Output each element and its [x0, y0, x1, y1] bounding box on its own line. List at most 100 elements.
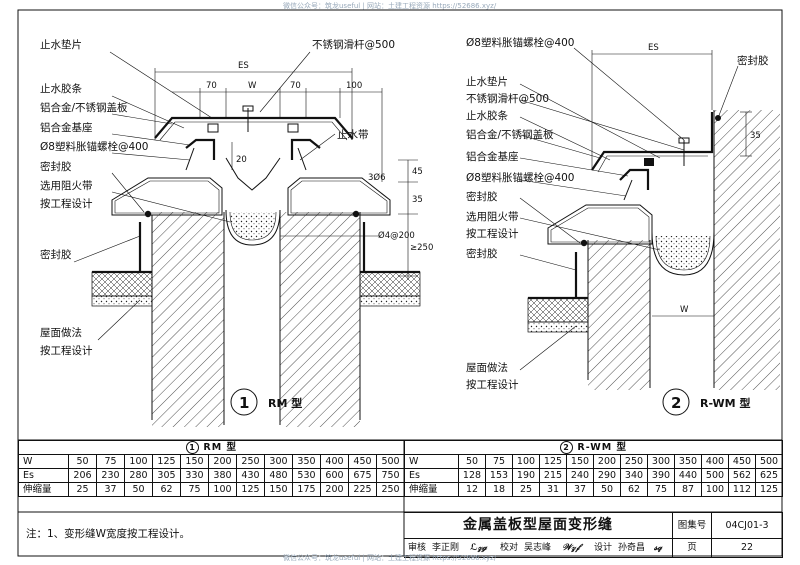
rm-label-roof: 屋面做法 — [40, 326, 82, 339]
rwm-table-cell: 75 — [485, 454, 513, 469]
rm-table-cell: 50 — [68, 454, 97, 469]
note-text: 注：1、变形缝W宽度按工程设计。 — [26, 528, 191, 540]
rm-table-cell: 300 — [264, 454, 293, 469]
rm-label-waterstop: 止水带 — [337, 129, 369, 141]
rwm-label-stop-strip: 止水胶条 — [466, 109, 508, 122]
rm-label-cover-plate: 铝合金/不锈钢盖板 — [40, 101, 128, 114]
rm-label-sealant: 密封胶 — [40, 160, 72, 173]
rwm-table-cell: 190 — [512, 468, 540, 483]
rwm-table-cell: 300 — [647, 454, 675, 469]
rwm-dim-w: W — [680, 305, 689, 315]
designer-name: 孙奇昌 — [618, 543, 646, 553]
rm-table-cell: 50 — [124, 482, 153, 497]
rwm-label-cover-plate: 铝合金/不锈钢盖板 — [466, 128, 554, 141]
page-label: 页 — [673, 539, 712, 557]
rwm-label-sealant-top: 密封胶 — [737, 54, 769, 67]
rm-dim-20: 20 — [236, 155, 247, 165]
checker-name: 吴志峰 — [524, 543, 552, 553]
rwm-table-cell: 125 — [539, 454, 567, 469]
rwm-table-cell: 12 — [458, 482, 486, 497]
rwm-label-roof-design: 按工程设计 — [466, 378, 519, 391]
rm-table-cell: 530 — [292, 468, 321, 483]
rwm-circle-num: 2 — [671, 394, 681, 412]
rm-dim-3: 3Ø6 — [368, 172, 386, 183]
rwm-table-cell: 440 — [674, 468, 702, 483]
rwm-table-cell: 125 — [754, 482, 784, 497]
checker-signature: 𝒲𝓏𝒻 — [562, 543, 580, 553]
rm-table-cell: 350 — [292, 454, 321, 469]
rwm-table-cell: 250 — [620, 454, 648, 469]
rwm-table-cell: 75 — [647, 482, 675, 497]
rwm-dim-es: ES — [648, 43, 659, 53]
rm-table-cell: 450 — [348, 454, 377, 469]
rm-table-cell: 100 — [208, 482, 237, 497]
rm-table-cell: 400 — [320, 454, 349, 469]
rwm-table-cell: 87 — [674, 482, 702, 497]
designer-signature: 𝓈𝓆 — [654, 543, 662, 553]
rwm-table-circle: 2 — [560, 441, 574, 454]
rm-table-cell: 125 — [152, 454, 181, 469]
rwm-table-row-head: W — [404, 454, 459, 469]
reviewer-name: 李正刚 — [432, 543, 460, 553]
rm-table-cell: 200 — [320, 482, 349, 497]
rwm-table-cell: 100 — [512, 454, 540, 469]
detail-rm: 止水垫片 不锈钢滑杆@500 止水胶条 铝合金/不锈钢盖板 铝合金基座 Ø8塑料… — [40, 38, 433, 427]
rm-table-cell: 200 — [208, 454, 237, 469]
rwm-label-anchor-top: Ø8塑料胀锚螺栓@400 — [466, 36, 575, 49]
rwm-table-cell: 340 — [620, 468, 648, 483]
rm-table-cell: 150 — [264, 482, 293, 497]
rwm-table-title-text: R-WM 型 — [577, 442, 627, 453]
rm-label-fire-belt: 选用阻火带 — [40, 179, 93, 192]
rwm-table-cell: 112 — [728, 482, 756, 497]
rm-table-cell: 600 — [320, 468, 349, 483]
rm-label-base: 铝合金基座 — [40, 121, 93, 134]
rwm-circle-badge — [662, 388, 690, 416]
rwm-table-cell: 500 — [701, 468, 729, 483]
rm-table-cell: 250 — [375, 482, 406, 497]
rwm-label-roof: 屋面做法 — [466, 361, 508, 374]
rm-label-sealant2: 密封胶 — [40, 248, 72, 261]
rm-table-cell: 125 — [236, 482, 265, 497]
page-number: 22 — [740, 542, 754, 553]
rwm-table-cell: 390 — [647, 468, 675, 483]
rwm-label-base: 铝合金基座 — [466, 150, 519, 163]
rwm-table-cell: 25 — [512, 482, 540, 497]
rm-label-anchor: Ø8塑料胀锚螺栓@400 — [40, 140, 149, 153]
rm-table-cell: 250 — [236, 454, 265, 469]
design-label: 设计 — [594, 543, 613, 553]
rm-table-cell: 206 — [68, 468, 97, 483]
rm-table-title-text: RM 型 — [203, 442, 237, 453]
review-label: 审核 — [408, 543, 427, 553]
drawing-frame — [17, 9, 783, 557]
rwm-table-cell: 625 — [754, 468, 784, 483]
rm-table-row-head: Es — [18, 468, 69, 483]
rm-dim-250: ≥250 — [410, 243, 433, 253]
rwm-label-steel-rod: 不锈钢滑杆@500 — [466, 92, 549, 105]
rm-dim-45: 45 — [412, 167, 423, 177]
rm-dim-100: 100 — [346, 81, 362, 91]
rwm-dim-35: 35 — [750, 131, 761, 141]
reviewer-signature: ℒ𝓏ℊ — [470, 543, 487, 553]
rwm-table-cell: 62 — [620, 482, 648, 497]
signature-row: 审核 李正刚 ℒ𝓏ℊ 校对 吴志峰 𝒲𝓏𝒻 设计 孙奇昌 𝓈𝓆 — [404, 539, 673, 557]
rwm-table-cell: 50 — [593, 482, 621, 497]
watermark-bottom: 微信公众号：筑龙useful | 网站：土建工程资源 https://52686… — [283, 554, 497, 562]
rm-table-cell: 750 — [375, 468, 406, 483]
check-label: 校对 — [500, 543, 519, 553]
rwm-table-cell: 37 — [566, 482, 594, 497]
rm-label-stop-strip: 止水胶条 — [40, 82, 82, 95]
drawing-title: 金属盖板型屋面变形缝 — [404, 513, 673, 539]
rm-table-cell: 175 — [292, 482, 321, 497]
rwm-label-anchor: Ø8塑料胀锚螺栓@400 — [466, 171, 575, 184]
rm-table-cell: 380 — [208, 468, 237, 483]
rwm-table-cell: 350 — [674, 454, 702, 469]
rm-table-cell: 430 — [236, 468, 265, 483]
rwm-table-cell: 100 — [701, 482, 729, 497]
